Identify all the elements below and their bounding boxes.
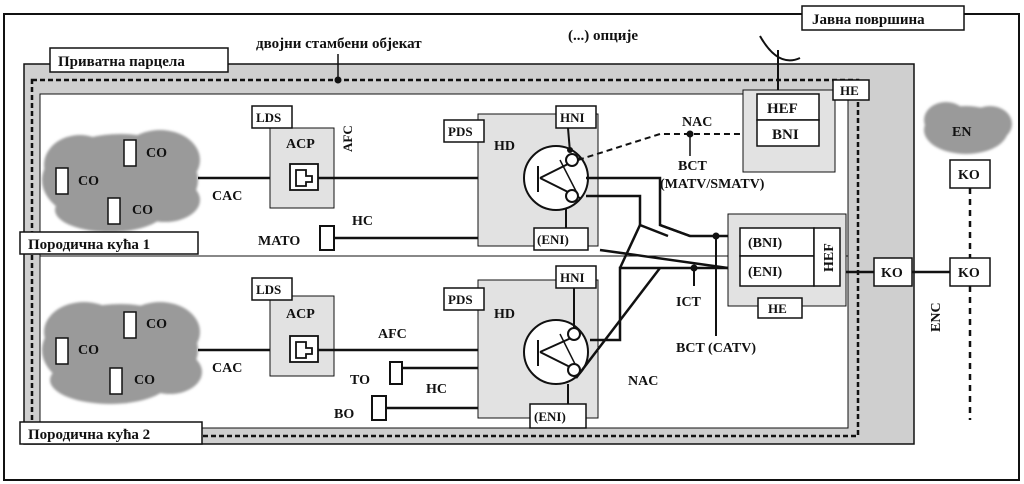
bni-top-box — [756, 119, 820, 147]
cloud-house2: CO CO CO — [42, 302, 202, 404]
pds1-label: PDS — [448, 124, 473, 139]
bct-matv-label-2: (MATV/SMATV) — [660, 177, 765, 192]
hef-top-label: HEF — [767, 101, 798, 117]
two-family-label: двојни стамбени објекат — [256, 36, 422, 52]
nac-label-2: NAC — [628, 374, 658, 389]
mato-label: MATO — [258, 234, 300, 249]
hef-mid-label: HEF — [822, 243, 837, 272]
house1-label-box — [19, 231, 199, 255]
co-label: CO — [146, 317, 167, 332]
co-label: CO — [146, 146, 167, 161]
house2-label: Породична кућа 2 — [28, 427, 150, 443]
eni2-label: (ENI) — [534, 409, 566, 424]
bct-catv-label: BCT (CATV) — [676, 341, 756, 356]
ko-box-2 — [949, 257, 991, 287]
eni-mid-label: (ENI) — [748, 265, 783, 280]
hc-label-1: HC — [352, 214, 373, 229]
afc-label-1: AFC — [340, 125, 355, 152]
eni2-box — [529, 403, 587, 429]
ko-box-3 — [949, 159, 991, 189]
pds1-label-box — [443, 119, 485, 143]
eni1-label: (ENI) — [537, 232, 569, 247]
private-parcel-label-box — [49, 47, 229, 73]
he-top-label-box — [832, 79, 870, 101]
bct-matv-label: BCT — [678, 159, 707, 174]
public-area-label: Јавна површина — [812, 12, 925, 28]
en-label: EN — [952, 125, 971, 140]
hd2-label: HD — [494, 307, 515, 322]
co-label: CO — [132, 203, 153, 218]
hd1-label: HD — [494, 139, 515, 154]
he-mid-label-box — [757, 297, 803, 319]
acp2-label: ACP — [286, 307, 315, 322]
pds2-label-box — [443, 287, 485, 311]
hni1-box — [555, 105, 597, 129]
options-label: (...) опције — [568, 28, 638, 44]
cac-label-1: CAC — [212, 189, 242, 204]
acp-connector-icon — [289, 335, 319, 363]
house1-label: Породична кућа 1 — [28, 237, 150, 253]
lds1-label: LDS — [256, 110, 281, 125]
lds2-label: LDS — [256, 282, 281, 297]
co-label: CO — [78, 343, 99, 358]
hni2-box — [555, 265, 597, 289]
ko-box-1 — [873, 257, 913, 287]
eni1-box — [533, 227, 589, 251]
bni-top-label: BNI — [772, 127, 799, 143]
mato-outlet — [319, 225, 335, 251]
eni-mid-box — [739, 255, 815, 287]
cloud-house1: CO CO CO — [42, 130, 200, 232]
to-outlet — [389, 361, 403, 385]
bni-mid-label: (BNI) — [748, 236, 783, 251]
private-parcel-label: Приватна парцела — [58, 54, 185, 70]
nac-label-1: NAC — [682, 115, 712, 130]
acp-connector-icon — [289, 163, 319, 191]
hc-label-2: HC — [426, 382, 447, 397]
public-area-label-box — [801, 5, 965, 31]
ict-label: ICT — [676, 295, 702, 310]
pds2-label: PDS — [448, 292, 473, 307]
hd2-switch-icon — [523, 319, 589, 385]
lds2-box — [251, 277, 293, 301]
enc-label: ENC — [929, 302, 944, 332]
hni1-label: HNI — [560, 110, 585, 125]
two-family-boundary — [30, 78, 860, 438]
hd1-switch-icon — [523, 145, 589, 211]
bo-label: BO — [334, 407, 354, 422]
ko-label-1: KO — [881, 266, 903, 281]
lds1-box — [251, 105, 293, 129]
cac-label-2: CAC — [212, 361, 242, 376]
hef-mid-box — [813, 227, 841, 287]
cloud-en: EN — [924, 102, 1012, 154]
hni2-label: HNI — [560, 270, 585, 285]
ko-label-2: KO — [958, 266, 980, 281]
ko-label-3: KO — [958, 168, 980, 183]
afc-label-2: AFC — [378, 327, 407, 342]
house2-label-box — [19, 421, 203, 445]
co-label: CO — [134, 373, 155, 388]
co-label: CO — [78, 174, 99, 189]
bo-outlet — [371, 395, 387, 421]
he-top-label: HE — [840, 83, 859, 98]
acp1-label: ACP — [286, 137, 315, 152]
he-mid-label: HE — [768, 301, 787, 316]
to-label: TO — [350, 373, 370, 388]
antenna-icon — [759, 35, 801, 90]
